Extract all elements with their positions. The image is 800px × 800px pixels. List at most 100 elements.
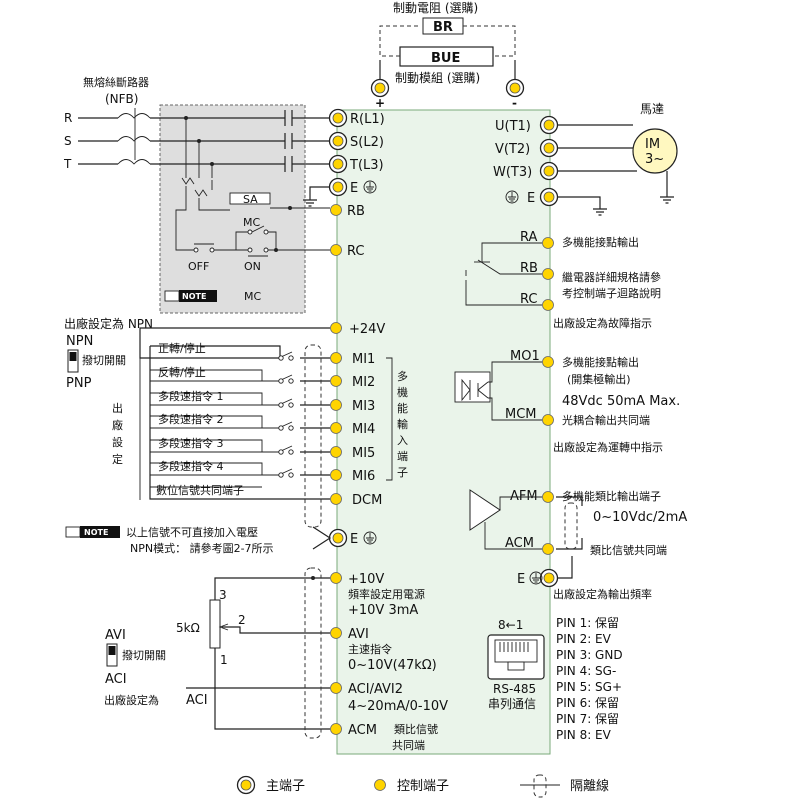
optional-circuit-wiring [175, 116, 330, 257]
br-wire-right [463, 25, 516, 57]
terminal-e-shield [328, 528, 348, 548]
pin-1: PIN 1: 保留 [556, 616, 619, 630]
label-e-shield: E [350, 532, 358, 547]
note-badge-top: NOTE [164, 290, 217, 302]
terminal-rb-right [542, 268, 554, 280]
terminal-mo1 [542, 356, 554, 368]
terminal-rb-left [330, 204, 342, 216]
factory-aci-value: ACI [186, 693, 208, 708]
ground-icon-3 [505, 190, 519, 204]
amp-triangle-icon [469, 489, 501, 531]
terminal-t-l3 [328, 154, 348, 174]
label-acm-left: ACM [348, 723, 377, 738]
terminal-aci [330, 682, 342, 694]
rs485-name1: RS-485 [493, 682, 536, 696]
npn-label: NPN [66, 334, 93, 349]
label-mi3: MI3 [352, 399, 375, 414]
terminal-r-l1 [328, 108, 348, 128]
label-rc-left: RC [347, 244, 364, 259]
oc-desc1: (開集極輸出) [567, 372, 631, 386]
func-speed-3: 多段速指令 3 [158, 436, 224, 450]
braking-resistor-note: 制動電阻 (選購) [393, 1, 478, 15]
label-24v: +24V [349, 322, 385, 337]
label-10v-desc1: 頻率設定用電源 [348, 587, 425, 601]
svg-text:NOTE: NOTE [182, 292, 206, 301]
label-avi-desc2: 0~10V(47kΩ) [348, 658, 437, 673]
switch-icon-mi2 [270, 374, 294, 384]
afm-shield-ground [558, 556, 573, 579]
terminal-avi [330, 627, 342, 639]
aci-sel-label: ACI [105, 672, 127, 687]
avi-sel-label: AVI [105, 628, 126, 643]
label-v-t2: V(T2) [495, 142, 530, 157]
relay-factory: 出廠設定為故障指示 [553, 316, 652, 330]
legend-shield-icon [520, 774, 560, 798]
label-afm: AFM [510, 489, 538, 504]
legend-shield: 隔離線 [570, 778, 609, 794]
rs485-pin-list: PIN 1: 保留 PIN 2: EV PIN 3: GND PIN 4: SG… [556, 616, 623, 742]
note-badge-bottom: NOTE [65, 526, 120, 538]
factory-npn: 出廠設定為 NPN [64, 316, 153, 331]
legend-control-terminal-icon [374, 779, 386, 791]
acm-desc: 類比信號共同端 [590, 544, 667, 557]
terminal-rc-left [330, 244, 342, 256]
label-rb-right: RB [520, 261, 538, 276]
optional-circuit-box [159, 104, 306, 314]
pnp-label: PNP [66, 376, 92, 391]
terminal-u-t1 [539, 115, 559, 135]
factory-aci-text: 出廠設定為 [104, 693, 159, 707]
label-mi5: MI5 [352, 446, 375, 461]
label-t-l3: T(L3) [349, 158, 384, 173]
mi-wiring [139, 345, 330, 500]
label-acm-right: ACM [505, 536, 534, 551]
label-mi1: MI1 [352, 352, 375, 367]
terminal-acm-left [330, 723, 342, 735]
terminal-acm-right [542, 543, 554, 555]
terminal-mcm [542, 414, 554, 426]
relay-contact-wiring [465, 242, 542, 306]
shield-dashed-analog [304, 567, 322, 739]
label-acm-desc2: 共同端 [392, 739, 425, 752]
terminal-ra [542, 237, 554, 249]
legend-main: 主端子 [266, 779, 305, 794]
switch-icon-mi1 [270, 351, 294, 361]
svg-text:端: 端 [397, 450, 408, 463]
afm-range: 0~10Vdc/2mA [593, 510, 687, 525]
label-r-l1: R(L1) [350, 112, 385, 127]
label-e-right: E [527, 191, 535, 206]
avi-switch-label: 撥切開關 [122, 648, 166, 662]
relay-desc2: 考控制端子迴路說明 [562, 286, 661, 300]
terminal-e-left [328, 177, 348, 197]
shield-dashed-inputs [304, 344, 322, 528]
npn-mode-text: NPN模式： 請參考圖2-7所示 [130, 541, 274, 555]
motor-icon [632, 128, 678, 174]
motor-im: IM [645, 137, 660, 152]
relay-desc1: 繼電器詳細規格請參 [562, 270, 661, 284]
avi-aci-switch-icon [106, 643, 118, 667]
plus-label: + [375, 96, 385, 110]
rs485-pins-label: 8←1 [498, 618, 523, 632]
svg-text:能: 能 [397, 401, 408, 415]
nfb-abbr: (NFB) [105, 92, 138, 106]
pin-6: PIN 6: 保留 [556, 696, 619, 710]
label-mcm: MCM [505, 407, 537, 422]
motor-ground-1 [558, 196, 607, 216]
label-10v: +10V [348, 572, 384, 587]
terminal-10v [330, 572, 342, 584]
label-aci: ACI/AVI2 [348, 682, 403, 697]
switch-icon-mi5 [270, 445, 294, 455]
relay-title: 多機能接點輸出 [562, 235, 639, 249]
motor-label: 馬達 [640, 102, 664, 116]
svg-text:子: 子 [397, 466, 408, 479]
label-rc-right: RC [520, 292, 537, 307]
label-aci-desc: 4~20mA/0-10V [348, 699, 448, 714]
svg-text:NOTE: NOTE [84, 528, 108, 537]
svg-text:出: 出 [112, 401, 123, 415]
pot-value: 5kΩ [176, 621, 200, 635]
shield-dashed-afm [564, 502, 578, 550]
on-label: ON [244, 260, 261, 273]
func-rev-stop: 反轉/停止 [158, 365, 206, 379]
oc-factory: 出廠設定為運轉中指示 [553, 440, 663, 454]
motor-ground-2 [660, 171, 674, 204]
